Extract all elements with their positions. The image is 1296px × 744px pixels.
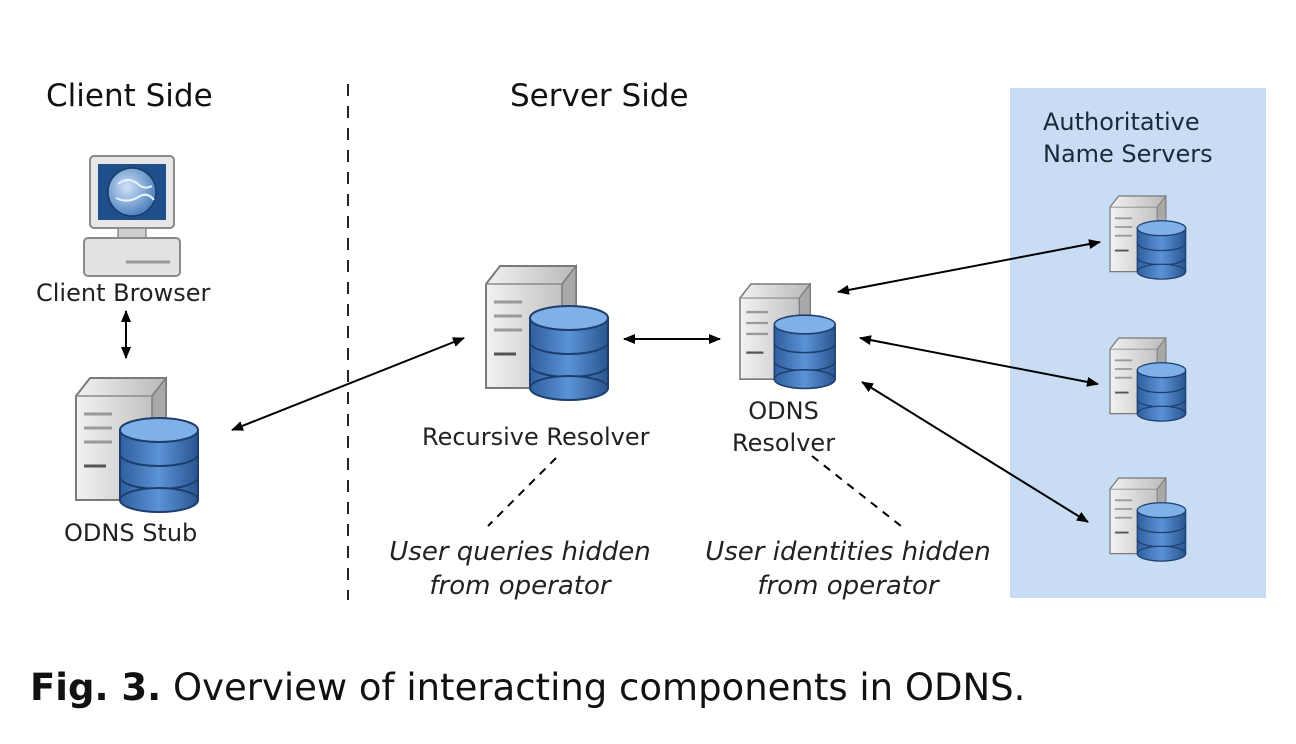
odns-stub-server-icon	[74, 376, 200, 514]
odns-note-line1: User identities hidden	[705, 537, 991, 567]
recursive-note: User queries hidden from operator	[376, 535, 664, 603]
arrow-odns-auth-2	[859, 335, 1099, 387]
arrow-odns-auth-3	[861, 381, 1089, 523]
arrow-stub-recursive	[231, 337, 465, 431]
recursive-note-line2: from operator	[429, 571, 611, 601]
authoritative-server-3-icon	[1109, 477, 1187, 563]
odns-resolver-label-line1: ODNS	[748, 397, 819, 425]
client-computer-icon	[83, 155, 181, 277]
figure-caption: Fig. 3. Overview of interacting componen…	[30, 666, 1025, 709]
caption-label: Fig. 3.	[30, 666, 162, 709]
odns-note-line2: from operator	[757, 571, 939, 601]
odns-note: User identities hidden from operator	[692, 535, 1004, 603]
note-connector-recursive	[487, 457, 557, 527]
authoritative-server-2-icon	[1109, 337, 1187, 423]
caption-text: Overview of interacting components in OD…	[161, 666, 1026, 709]
arrow-odns-auth-1	[837, 239, 1101, 295]
odns-resolver-label: ODNS Resolver	[732, 395, 835, 459]
recursive-resolver-label: Recursive Resolver	[422, 423, 650, 451]
server-side-title: Server Side	[510, 78, 689, 114]
odns-stub-label: ODNS Stub	[64, 519, 198, 547]
client-browser-label: Client Browser	[36, 279, 211, 307]
note-connector-odns	[811, 455, 907, 531]
odns-resolver-label-line2: Resolver	[732, 429, 836, 457]
recursive-resolver-server-icon	[484, 264, 610, 402]
authoritative-title-line2: Name Servers	[1043, 140, 1213, 168]
client-side-title: Client Side	[46, 78, 213, 114]
authoritative-server-1-icon	[1109, 195, 1187, 281]
odns-resolver-server-icon	[738, 282, 837, 390]
recursive-note-line1: User queries hidden	[389, 537, 651, 567]
authoritative-title-line1: Authoritative	[1043, 108, 1200, 136]
authoritative-title: Authoritative Name Servers	[1043, 106, 1213, 170]
